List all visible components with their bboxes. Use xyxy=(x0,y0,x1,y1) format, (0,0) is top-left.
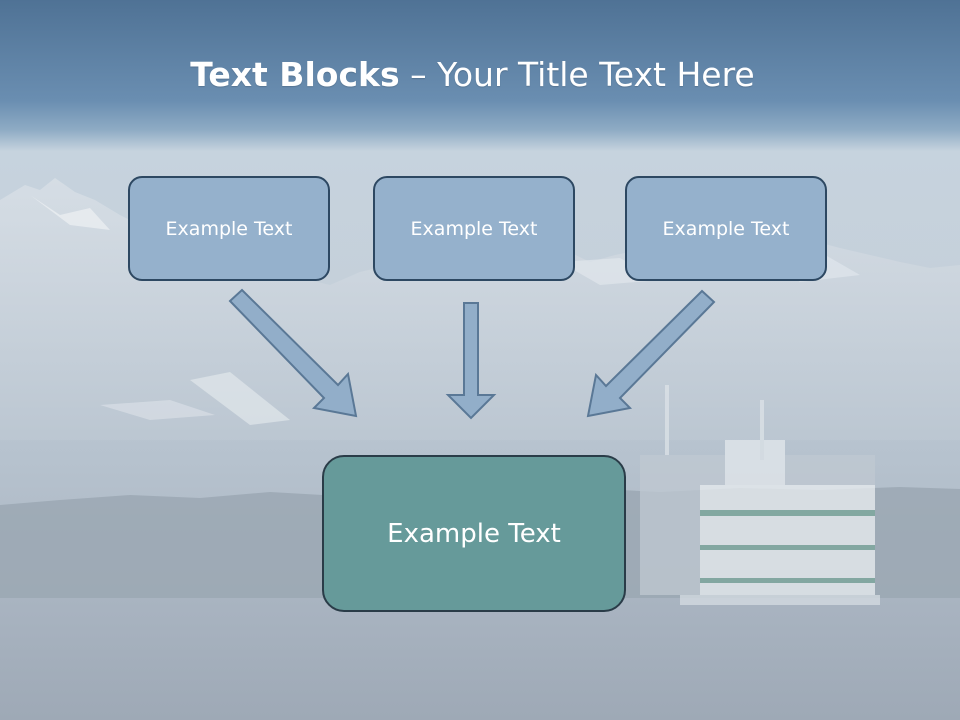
mountain-range xyxy=(0,178,960,440)
text-block-1[interactable]: Example Text xyxy=(128,176,330,281)
ferry xyxy=(640,385,880,605)
text-block-2[interactable]: Example Text xyxy=(373,176,575,281)
arrow-left-diagonal xyxy=(228,288,358,418)
result-block[interactable]: Example Text xyxy=(322,455,626,612)
title-bold: Text Blocks xyxy=(190,55,400,94)
arrow-right-diagonal xyxy=(586,289,716,418)
slide-title: Text Blocks – Your Title Text Here xyxy=(0,50,945,100)
title-separator: – xyxy=(399,55,438,94)
text-block-3[interactable]: Example Text xyxy=(625,176,827,281)
title-rest: Your Title Text Here xyxy=(437,55,755,94)
water xyxy=(0,598,960,720)
arrow-center-down xyxy=(445,302,497,420)
